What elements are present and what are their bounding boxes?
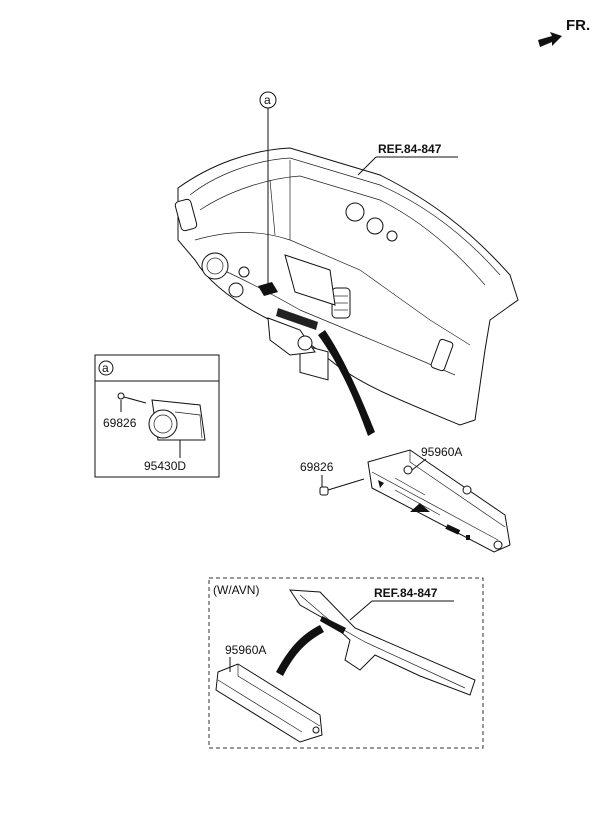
main-screw-part-number: 69826 bbox=[300, 460, 334, 474]
location-leader-arrow bbox=[318, 330, 375, 436]
main-screw: 69826 bbox=[300, 460, 365, 496]
avn-switch-panel bbox=[215, 663, 323, 743]
main-switch-panel-part-number: 95960A bbox=[421, 445, 462, 459]
knob-switch-icon bbox=[148, 399, 206, 441]
avn-ref-label: REF.84-847 bbox=[374, 586, 438, 600]
front-direction-indicator: FR. bbox=[538, 17, 590, 47]
detail-box-letter: a bbox=[102, 361, 109, 375]
avn-switch-panel-part-number: 95960A bbox=[225, 643, 266, 657]
dashboard-assembly bbox=[174, 147, 519, 426]
screw-icon bbox=[319, 478, 365, 496]
dashboard-reference: REF.84-847 bbox=[357, 142, 458, 176]
detail-switch-part-number: 95430D bbox=[144, 459, 186, 473]
detail-box-a: a 69826 95430D bbox=[94, 354, 220, 478]
dashboard-ref-label: REF.84-847 bbox=[378, 142, 442, 156]
front-arrow-icon bbox=[538, 32, 562, 47]
screw-icon bbox=[117, 392, 147, 404]
avn-variant-title: (W/AVN) bbox=[213, 583, 259, 597]
avn-variant-box: (W/AVN) REF.84-847 95960A bbox=[208, 577, 484, 749]
front-label: FR. bbox=[566, 17, 590, 34]
callout-letter: a bbox=[264, 93, 271, 107]
callout-a: a bbox=[259, 91, 277, 288]
main-switch-panel-label: 95960A bbox=[411, 445, 462, 471]
switch-panel-assembly bbox=[367, 449, 511, 553]
hazard-button-icon bbox=[410, 503, 430, 512]
detail-screw-part-number: 69826 bbox=[103, 416, 137, 430]
avn-location-arrow bbox=[276, 625, 324, 676]
